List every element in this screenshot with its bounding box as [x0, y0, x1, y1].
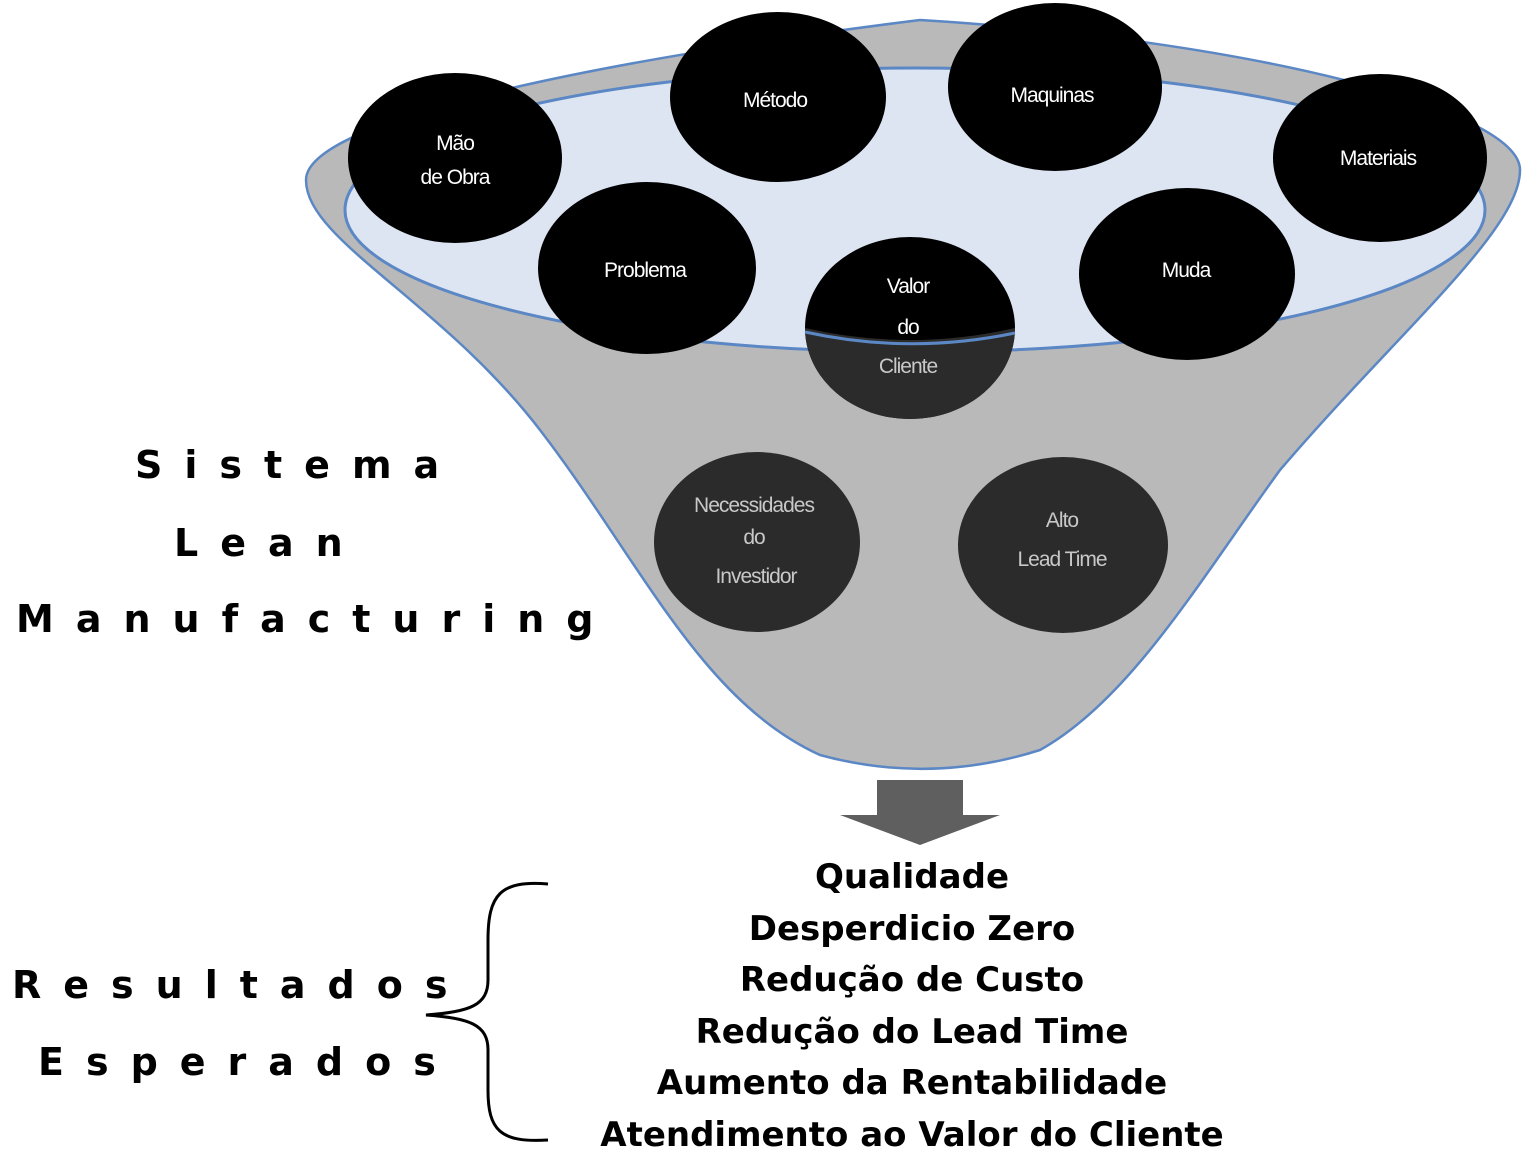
circle-mao-de-obra: Mão de Obra: [348, 73, 562, 243]
result-item: Aumento da Rentabilidade: [560, 1058, 1264, 1110]
svg-text:Maquinas: Maquinas: [1010, 84, 1094, 107]
result-item: Redução do Lead Time: [560, 1007, 1264, 1059]
circle-problema: Problema: [538, 182, 756, 354]
svg-text:Problema: Problema: [604, 259, 687, 282]
result-item: Redução de Custo: [560, 955, 1264, 1007]
svg-text:Método: Método: [743, 89, 807, 112]
svg-text:Investidor: Investidor: [715, 565, 797, 588]
circle-metodo: Método: [670, 12, 886, 182]
svg-text:do: do: [743, 526, 765, 549]
result-item: Desperdicio Zero: [560, 904, 1264, 956]
result-item: Qualidade: [560, 852, 1264, 904]
circle-alto-lead-time: Alto Lead Time: [958, 457, 1168, 633]
title-esperados: Esperados: [38, 1040, 458, 1084]
title-manufacturing: Manufacturing: [16, 597, 616, 641]
svg-text:Materiais: Materiais: [1340, 147, 1417, 170]
circle-materiais: Materiais: [1273, 74, 1487, 242]
svg-text:Cliente: Cliente: [879, 355, 938, 378]
title-sistema: Sistema: [135, 443, 461, 487]
svg-text:Necessidades: Necessidades: [694, 494, 814, 517]
title-lean: Lean: [174, 521, 365, 565]
result-item: Atendimento ao Valor do Cliente: [560, 1110, 1264, 1161]
circle-valor-do-cliente: Valor do Cliente: [805, 237, 1015, 419]
title-resultados: Resultados: [12, 963, 469, 1007]
curly-brace-icon: [426, 883, 548, 1140]
svg-text:Alto: Alto: [1046, 509, 1079, 532]
svg-text:Lead Time: Lead Time: [1017, 548, 1106, 571]
svg-text:Muda: Muda: [1162, 259, 1212, 282]
svg-text:Mão: Mão: [436, 132, 474, 155]
circle-muda: Muda: [1079, 188, 1295, 360]
svg-text:Valor: Valor: [887, 275, 930, 298]
svg-text:do: do: [897, 316, 919, 339]
circle-maquinas: Maquinas: [948, 3, 1162, 171]
svg-text:de Obra: de Obra: [421, 166, 491, 189]
down-arrow-icon: [840, 780, 1000, 845]
circle-necessidades-do-investidor: Necessidades do Investidor: [654, 452, 860, 632]
results-list: Qualidade Desperdicio Zero Redução de Cu…: [560, 852, 1264, 1161]
